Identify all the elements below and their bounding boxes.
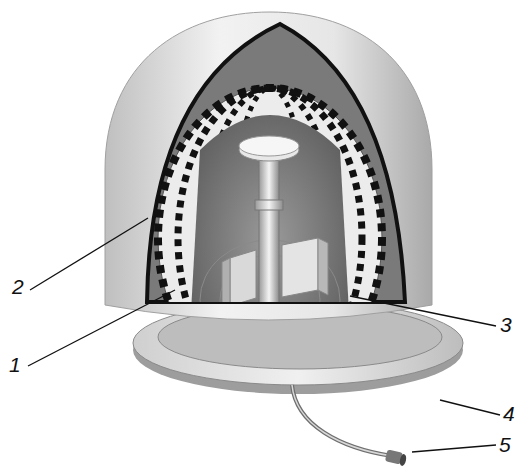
- callout-number: 1: [9, 354, 21, 375]
- callout-number: 4: [503, 403, 515, 424]
- callout-number: 3: [500, 314, 512, 335]
- callout-number: 5: [499, 434, 511, 455]
- leader-lines: [28, 218, 500, 452]
- callout-number: 2: [12, 276, 24, 297]
- antenna-assembly: [158, 88, 382, 388]
- cable: [292, 385, 407, 466]
